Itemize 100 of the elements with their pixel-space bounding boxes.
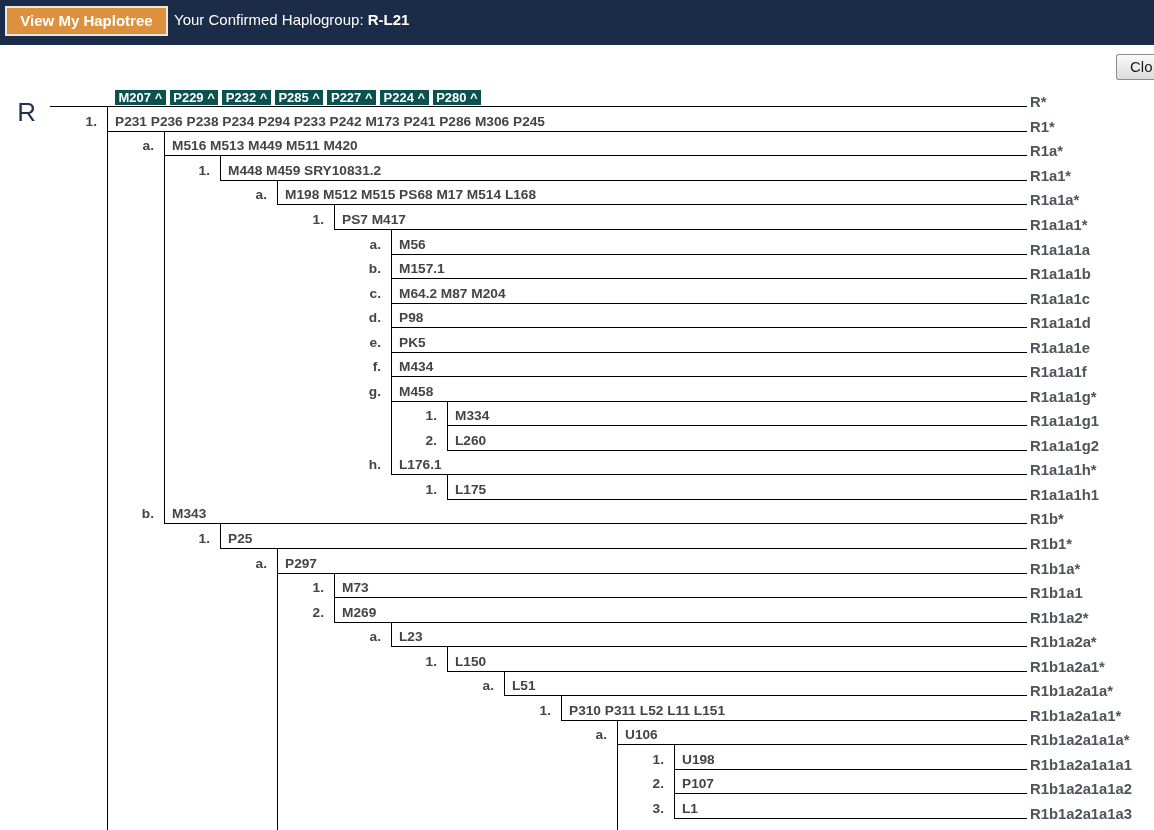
haplogroup-label: R1b1a* [1030,560,1081,578]
branch-index: e. [369,335,381,351]
haplogroup-label: R1a1a1d [1030,314,1091,332]
branch-index: a. [369,237,381,253]
haplogroup-label: R1a1a1g1 [1030,412,1100,430]
branch-index: d. [368,310,381,326]
snp-list: M198 M512 M515 PS68 M17 M514 L168 [285,187,537,203]
tree-line [674,743,675,820]
snp-list: U198 [682,752,715,768]
tree-line [277,547,278,830]
snp-tag: P232 ^ [222,90,271,105]
branch-index: g. [368,384,381,400]
branch-index: 1. [425,408,437,424]
snp-list: M434 [399,359,434,375]
haplogroup-label: R1b* [1030,510,1064,528]
view-tree-button: View My Haplotree [5,6,168,36]
close-button: Clo [1116,54,1154,80]
tree-line [277,179,278,206]
snp-tag: P227 ^ [327,90,377,105]
branch-index: f. [372,359,381,375]
snp-list: P310 P311 L52 L11 L151 [569,703,725,719]
haplogroup-label: R1b1a2a1* [1030,658,1105,676]
snp-list: U106 [625,727,658,743]
haplogroup-label: R1b1a1 [1030,584,1083,602]
branch-index: 1. [312,212,324,228]
snp-list: M157.1 [399,261,445,277]
tree-line [447,400,448,452]
snp-tag: P224 ^ [380,90,429,105]
branch-index: 2. [652,776,664,792]
branch-index: a. [255,187,267,203]
branch-index: 1. [425,482,437,498]
tree-line [617,719,618,830]
haplogroup-label: R1a1a1h* [1030,461,1097,479]
branch-index: 1. [652,752,664,768]
haplogroup-label: R1b1a2a1a1a2 [1030,780,1133,798]
snp-list: P107 [682,776,714,792]
branch-index: 1. [425,654,437,670]
tree-line [220,522,221,550]
haplogroup-label: R1b1a2a1a1a3 [1030,805,1133,823]
snp-list: M448 M459 SRY10831.2 [228,163,382,179]
branch-index: 1. [539,703,551,719]
tree-line [447,473,448,501]
tree-line [334,572,335,624]
snp-list: L51 [512,678,536,694]
snp-list: P25 [228,531,253,547]
snp-list: M73 [342,580,369,596]
branch-index: c. [369,286,381,302]
tree-line [391,228,392,476]
snp-tag: P229 ^ [169,90,219,105]
tree-line [447,645,448,673]
haplogroup-label: R1a1a1f [1030,363,1087,381]
haplogroup-label: R1b1a2* [1030,609,1089,627]
snp-list: M343 [172,506,207,522]
haplogroup-label: R1a1a1g2 [1030,437,1100,455]
haplogroup-label: R1b1a2a* [1030,633,1097,651]
branch-index: b. [368,261,381,277]
haplogroup-label: R1* [1030,118,1055,136]
snp-list: M64.2 M87 M204 [399,286,506,302]
snp-list: L176.1 [399,457,442,473]
snp-list: M458 [399,384,434,400]
snp-list: M56 [399,237,426,253]
confirmed-haplogroup-text: Your Confirmed Haplogroup: R-L21 [174,11,410,29]
branch-index: a. [142,138,154,154]
branch-index: 1. [312,580,324,596]
branch-index: 2. [425,433,437,449]
snp-tag: P285 ^ [274,90,324,105]
snp-list: P231 P236 P238 P234 P294 P233 P242 M173 P241 P286 M306 P245 [115,114,545,130]
snp-list: L1 [682,801,698,817]
haplogroup-label: R* [1030,93,1047,111]
haplogroup-label: R1a1a1h1 [1030,486,1100,504]
snp-list: P98 [399,310,424,326]
branch-index: 1. [198,163,210,179]
haplogroup-label: R1b1a2a1a1* [1030,707,1122,725]
tree-line [504,670,505,697]
branch-index: a. [482,678,494,694]
snp-list: M516 M513 M449 M511 M420 [172,138,358,154]
snp-tag: P280 ^ [432,90,482,105]
snp-list: M334 [455,408,490,424]
snp-list: P297 [285,556,317,572]
snp-list: PS7 M417 [342,212,406,228]
haplogroup-label: R1a1a1* [1030,216,1088,234]
tree-line [391,621,392,648]
haplogroup-label: R1b1* [1030,535,1072,553]
branch-index: h. [368,457,381,473]
snp-list: L150 [455,654,487,670]
branch-index: 1. [198,531,210,547]
haplogroup-label: R1b1a2a1a1a* [1030,731,1130,749]
branch-index: a. [369,629,381,645]
haplogroup-label: R1b1a2a1a* [1030,682,1114,700]
branch-index: 2. [312,605,324,621]
haplogroup-label: R1a1a1b [1030,265,1091,283]
haplogroup-label: R1b1a2a1a1a1 [1030,756,1133,774]
tree-line [334,203,335,231]
snp-tag: M207 ^ [115,90,166,105]
branch-index: a. [595,727,607,743]
tree-line [561,694,562,722]
haplogroup-label: R1a1a1c [1030,290,1091,308]
haplogroup-label: R1a1a1g* [1030,388,1097,406]
tree-line [220,154,221,182]
branch-index: 1. [85,114,97,130]
